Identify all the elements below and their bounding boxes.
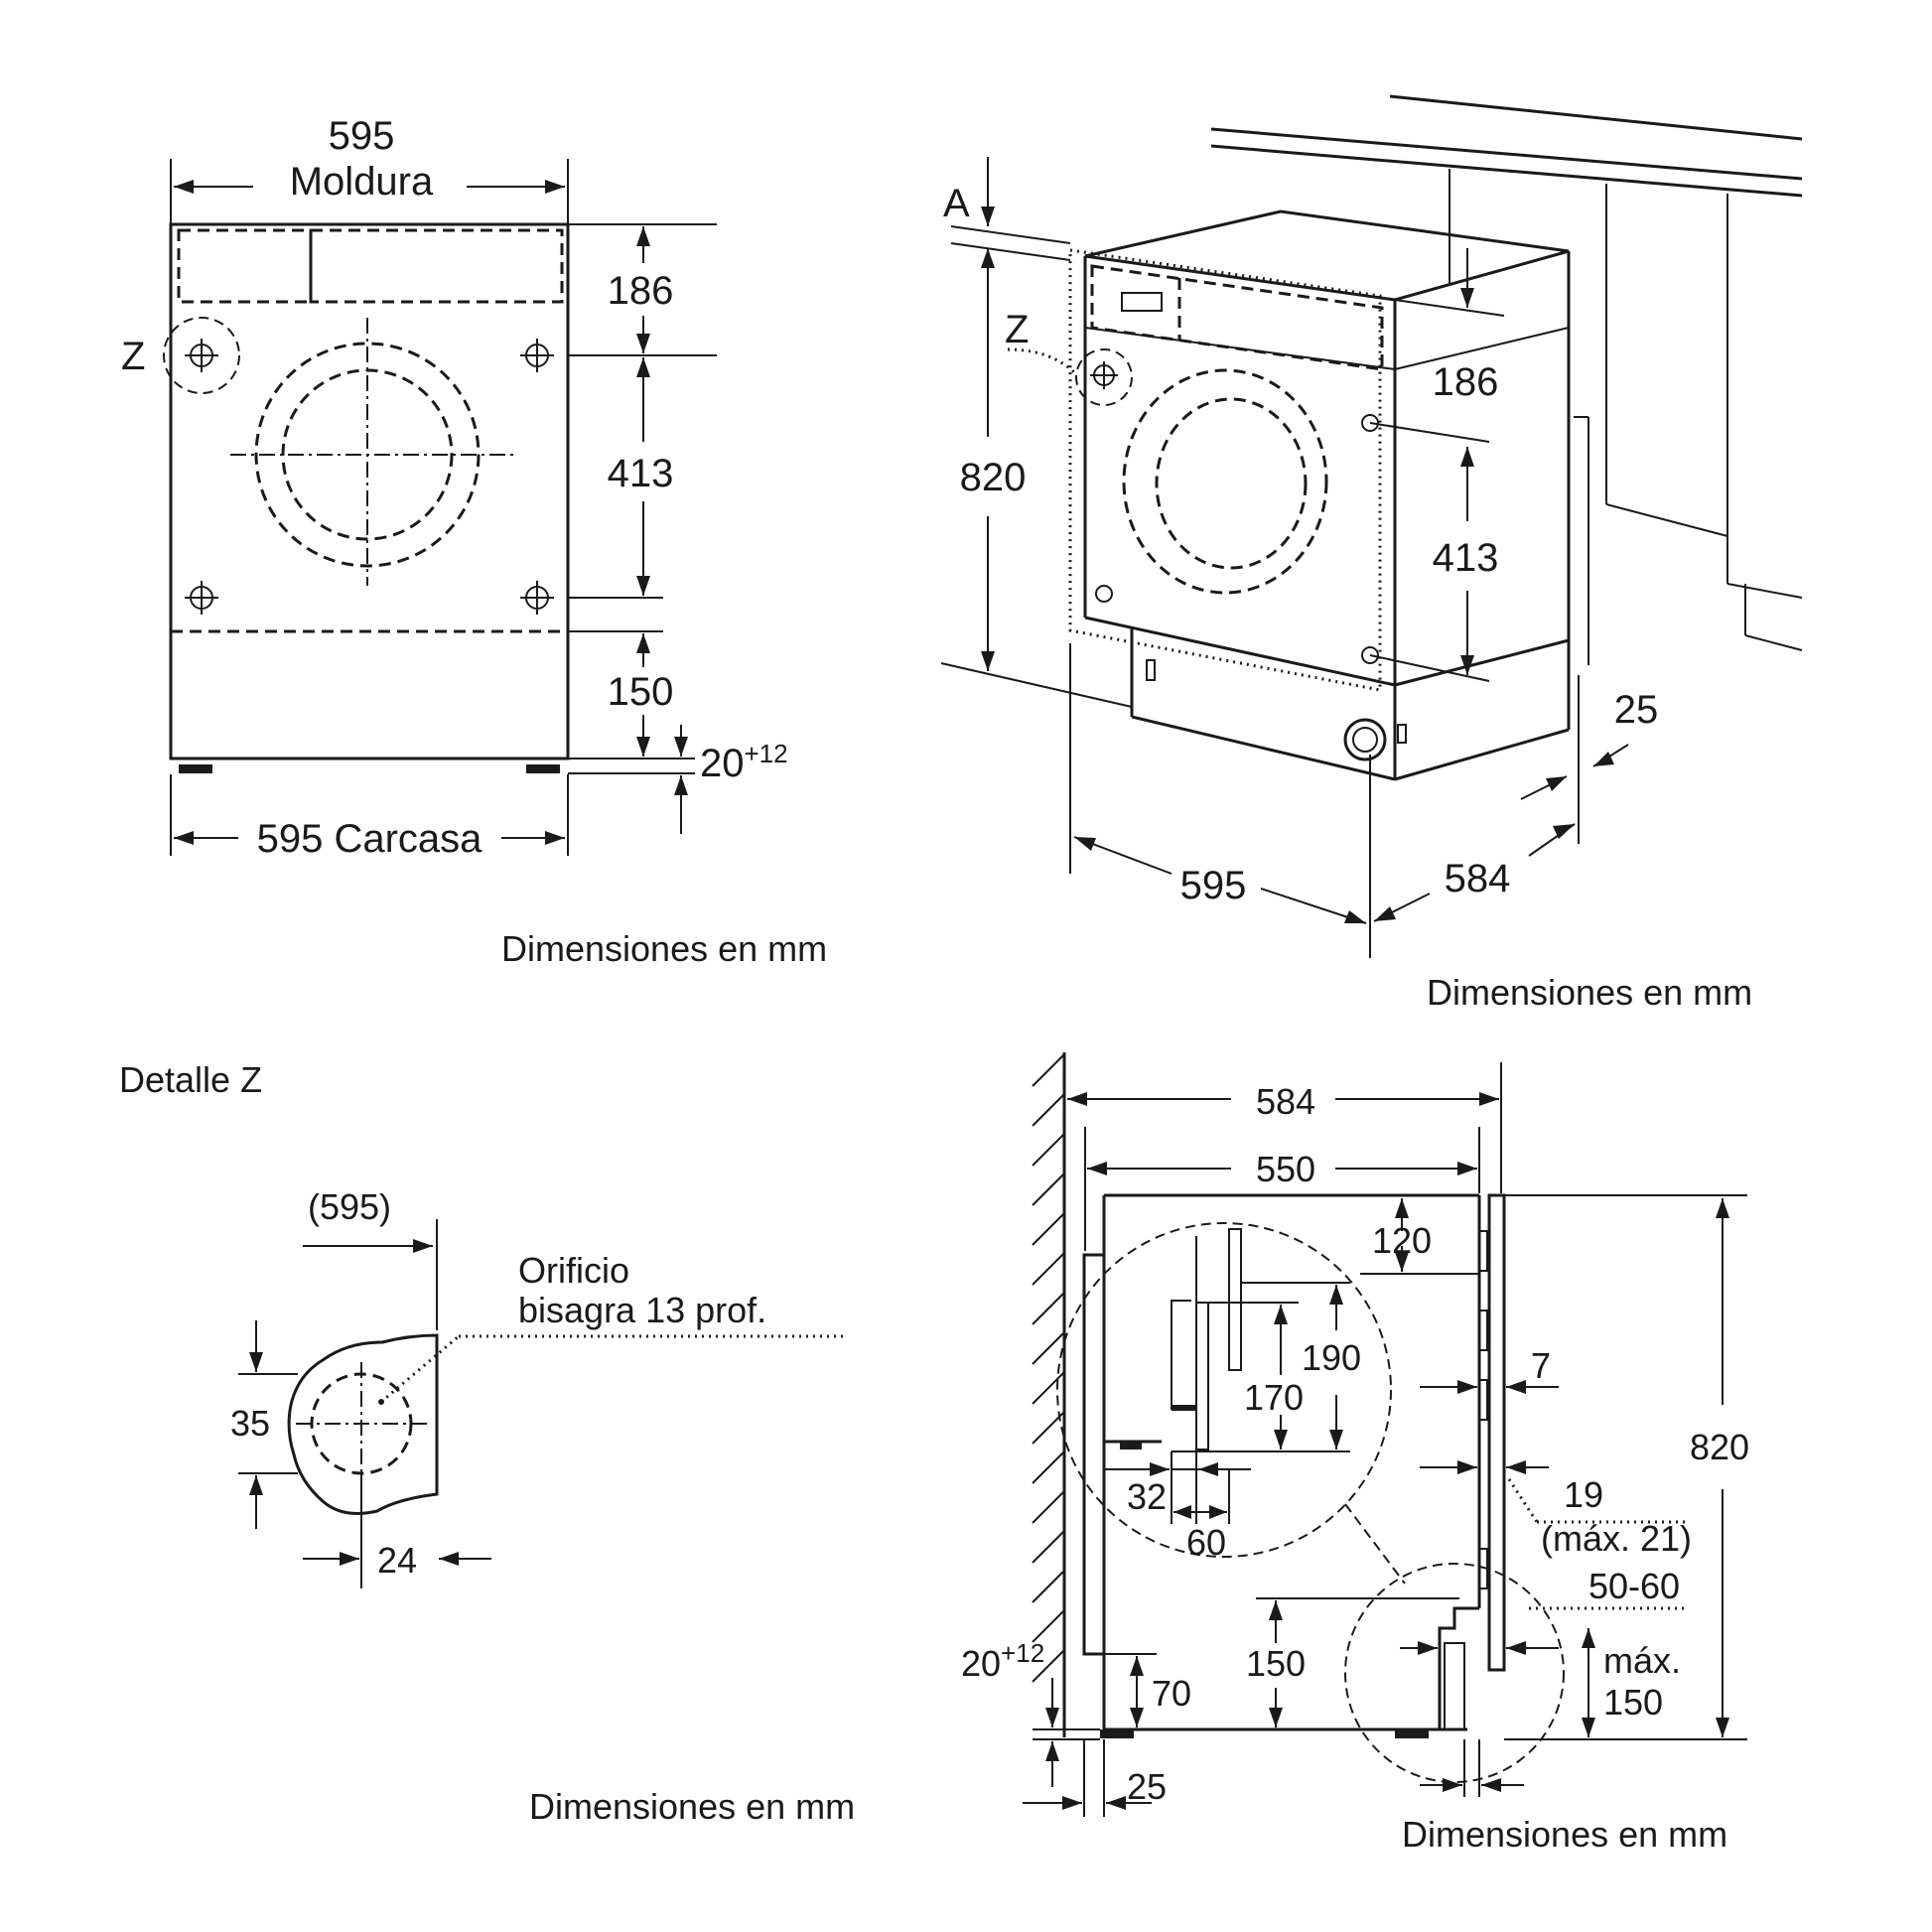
hinge-hole-top-right [520, 339, 554, 372]
side-dim-25: 25 [1127, 1766, 1167, 1807]
foot-right [526, 764, 560, 773]
front-width-bottom: 595 Carcasa [257, 817, 483, 861]
front-door-panel [1487, 1193, 1506, 1672]
side-dim-120: 120 [1372, 1220, 1432, 1261]
persp-label-a: A [943, 182, 970, 225]
detail-title: Detalle Z [119, 1059, 262, 1100]
door-outer [254, 342, 481, 568]
front-units: Dimensiones en mm [501, 928, 827, 969]
hinge-hole-top-left [185, 339, 218, 372]
side-view: 584 550 120 190 170 7 820 32 60 19 (máx.… [961, 1052, 1749, 1855]
side-dim-19-max: (máx. 21) [1541, 1518, 1692, 1559]
detail-note-line2: bisagra 13 prof. [518, 1290, 766, 1330]
front-dim-150: 150 [608, 670, 674, 714]
persp-drain-knob [1343, 718, 1387, 761]
hinge-hole-bottom-right [520, 581, 554, 615]
front-detail-marker: Z [121, 335, 145, 378]
persp-label-z: Z [1005, 308, 1029, 351]
side-dim-70: 70 [1152, 1673, 1191, 1714]
detail-units: Dimensiones en mm [529, 1786, 855, 1827]
persp-dim-25: 25 [1614, 688, 1659, 732]
persp-door-inner [1155, 397, 1308, 570]
detail-dim-595: (595) [308, 1186, 391, 1227]
side-dim-19: 19 [1564, 1474, 1603, 1515]
detail-dim-35: 35 [230, 1403, 270, 1444]
persp-niche-outline [1068, 248, 1382, 692]
detail-dim-24: 24 [377, 1540, 417, 1581]
front-view: 595 Moldura 595 Carcasa 186 413 150 20+1… [121, 114, 827, 969]
wall-hatching [1032, 1053, 1065, 1683]
detail-z-view: Detalle Z (595) Orificio bisagra 13 prof… [119, 1059, 855, 1827]
persp-dim-820: 820 [960, 456, 1027, 499]
side-dim-190: 190 [1302, 1337, 1361, 1378]
side-dim-550: 550 [1256, 1149, 1315, 1189]
front-outline [169, 222, 570, 760]
hinge-hole-bottom-left [185, 581, 218, 615]
side-dim-7: 7 [1531, 1345, 1551, 1386]
detail-note-line1: Orificio [518, 1250, 629, 1291]
front-dim-186: 186 [608, 269, 674, 313]
side-dim-50-60: 50-60 [1588, 1566, 1680, 1606]
front-dim-413: 413 [608, 452, 674, 495]
persp-dim-595: 595 [1180, 864, 1247, 907]
persp-dim-413: 413 [1433, 536, 1499, 580]
side-dim-170: 170 [1244, 1377, 1304, 1418]
magnify-circle-bottom [1344, 1563, 1565, 1783]
persp-display [1121, 292, 1163, 312]
persp-dim-186: 186 [1433, 360, 1499, 404]
side-dim-60: 60 [1186, 1522, 1226, 1563]
side-dim-max-line1: máx. [1603, 1640, 1681, 1681]
side-dim-820: 820 [1690, 1427, 1749, 1467]
side-dim-32: 32 [1127, 1476, 1167, 1517]
control-panel-right [309, 228, 564, 304]
side-dim-150: 150 [1246, 1643, 1306, 1684]
back-step [1082, 1253, 1104, 1656]
persp-control-panel [1090, 264, 1384, 371]
magnify-circle-top [1056, 1222, 1392, 1558]
persp-dim-584: 584 [1445, 857, 1511, 900]
perspective-view: A Z 820 186 413 25 595 584 Dimensiones e… [940, 94, 1803, 1013]
magnified-hinge-detail [1104, 1228, 1242, 1452]
side-dim-max-line2: 150 [1603, 1682, 1663, 1723]
side-dim-584: 584 [1256, 1081, 1315, 1122]
detail-broken-edge [287, 1333, 439, 1515]
foot-left [179, 764, 212, 773]
detail-z-circle [163, 317, 240, 394]
side-dim-20: 20+12 [961, 1638, 1044, 1684]
persp-hinge-hole [1090, 361, 1118, 389]
persp-units: Dimensiones en mm [1427, 972, 1752, 1013]
control-panel-left [177, 228, 313, 304]
front-dim-20: 20+12 [700, 739, 788, 785]
front-width-top-label: Moldura [290, 160, 434, 204]
side-units: Dimensiones en mm [1402, 1814, 1727, 1855]
machine-top [1084, 209, 1570, 302]
persp-door-outer [1122, 368, 1328, 595]
persp-detail-z-circle [1075, 348, 1133, 406]
front-width-top: 595 [329, 114, 395, 158]
